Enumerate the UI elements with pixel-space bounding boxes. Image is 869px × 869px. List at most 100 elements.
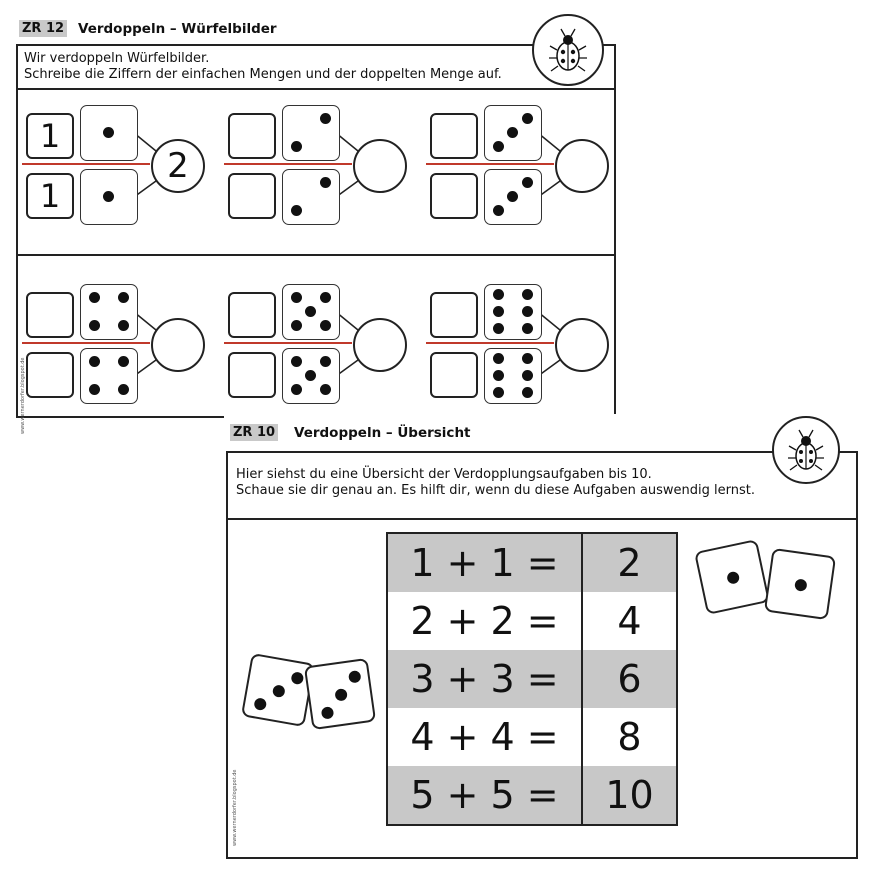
- result-cell: 8: [617, 715, 642, 759]
- die-pip: [252, 696, 267, 711]
- die-face: [80, 169, 138, 225]
- die-pip: [521, 289, 533, 301]
- die-pip: [521, 113, 533, 124]
- die-pip: [521, 322, 533, 334]
- equation-cell: 3 + 3 =: [387, 650, 583, 708]
- result-circle[interactable]: [353, 139, 407, 193]
- table-row: 2 + 2 = 4: [387, 592, 677, 650]
- die-pip: [521, 353, 533, 365]
- die-face: [484, 105, 542, 161]
- result-circle[interactable]: [555, 139, 609, 193]
- table-row: 4 + 4 = 8: [387, 708, 677, 766]
- answer-box[interactable]: [228, 352, 276, 398]
- die-face: [484, 284, 542, 340]
- answer-box[interactable]: [228, 173, 276, 219]
- die-face: [282, 284, 340, 340]
- answer-box[interactable]: [430, 113, 478, 159]
- die-pip: [271, 683, 286, 698]
- die-pip: [521, 370, 533, 381]
- red-line: [224, 163, 352, 165]
- die-pip: [103, 191, 114, 202]
- die-pip: [725, 570, 740, 585]
- instructions: Hier siehst du eine Übersicht der Verdop…: [236, 467, 755, 499]
- doubling-exercise: [22, 284, 216, 406]
- instructions: Wir verdoppeln Würfelbilder. Schreibe di…: [24, 51, 502, 83]
- die-pip: [319, 113, 331, 124]
- doubling-exercise: [426, 105, 620, 227]
- table-row: 5 + 5 =10: [387, 766, 677, 825]
- die-pip: [117, 292, 129, 303]
- die-pip: [507, 191, 518, 202]
- result-circle[interactable]: [353, 318, 407, 372]
- divider: [16, 254, 614, 256]
- die-pip: [319, 356, 331, 367]
- dice-illustration: [763, 547, 837, 621]
- equation-cell: 4 + 4 =: [387, 708, 583, 766]
- die-pip: [521, 386, 533, 398]
- divider: [226, 518, 856, 520]
- die-pip: [521, 177, 533, 188]
- answer-box[interactable]: [430, 292, 478, 338]
- die-pip: [319, 384, 331, 395]
- equation-cell: 2 + 2 =: [387, 592, 583, 650]
- die-pip: [319, 320, 331, 331]
- answer-box[interactable]: [26, 352, 74, 398]
- instruction-line-1: Hier siehst du eine Übersicht der Verdop…: [236, 467, 652, 482]
- worksheet-title: Verdoppeln – Würfelbilder: [78, 21, 277, 37]
- result-cell: 4: [617, 599, 642, 643]
- red-line: [22, 342, 150, 344]
- ladybug-logo-icon: [772, 416, 840, 484]
- die-pip: [290, 205, 302, 216]
- doubling-exercise: [426, 284, 620, 406]
- die-pip: [492, 306, 504, 317]
- die-pip: [290, 141, 302, 152]
- answer-box[interactable]: [228, 113, 276, 159]
- answer-box[interactable]: [228, 292, 276, 338]
- doubling-exercise: [224, 284, 418, 406]
- worksheet-title: Verdoppeln – Übersicht: [294, 425, 471, 441]
- doubling-exercise: 1 1 2: [22, 105, 216, 227]
- die-pip: [492, 289, 504, 301]
- dice-illustration: [240, 652, 316, 728]
- die-pip: [290, 320, 302, 331]
- answer-box[interactable]: 1: [26, 173, 74, 219]
- die-face: [80, 105, 138, 161]
- answer-box[interactable]: 1: [26, 113, 74, 159]
- die-pip: [117, 384, 129, 395]
- die-face: [80, 348, 138, 404]
- table-row: 1 + 1 =2: [387, 533, 677, 592]
- divider: [16, 88, 614, 90]
- answer-box[interactable]: [430, 173, 478, 219]
- die-pip: [289, 670, 304, 685]
- answer-box[interactable]: [26, 292, 74, 338]
- result-cell: 2: [582, 533, 677, 592]
- result-circle[interactable]: [555, 318, 609, 372]
- dice-illustration: [303, 657, 377, 731]
- equation-cell: 1 + 1 =: [387, 533, 583, 592]
- ladybug-logo-icon: [532, 14, 604, 86]
- die-pip: [320, 705, 334, 720]
- die-pip: [793, 577, 808, 592]
- die-pip: [492, 205, 504, 216]
- die-pip: [492, 141, 504, 152]
- result-circle[interactable]: 2: [151, 139, 205, 193]
- die-pip: [305, 306, 316, 317]
- equation-cell: 5 + 5 =: [387, 766, 583, 825]
- credit-text: www.wernerdorfer.blogspot.de: [232, 769, 238, 847]
- die-pip: [319, 292, 331, 303]
- die-face: [282, 105, 340, 161]
- die-pip: [103, 127, 114, 138]
- dice-illustration: [694, 539, 770, 615]
- red-line: [22, 163, 150, 165]
- die-pip: [88, 384, 100, 395]
- die-face: [484, 169, 542, 225]
- answer-box[interactable]: [430, 352, 478, 398]
- die-pip: [88, 292, 100, 303]
- result-cell: 10: [582, 766, 677, 825]
- table-row: 3 + 3 =6: [387, 650, 677, 708]
- die-face: [282, 169, 340, 225]
- die-face: [80, 284, 138, 340]
- die-pip: [319, 177, 331, 188]
- result-circle[interactable]: [151, 318, 205, 372]
